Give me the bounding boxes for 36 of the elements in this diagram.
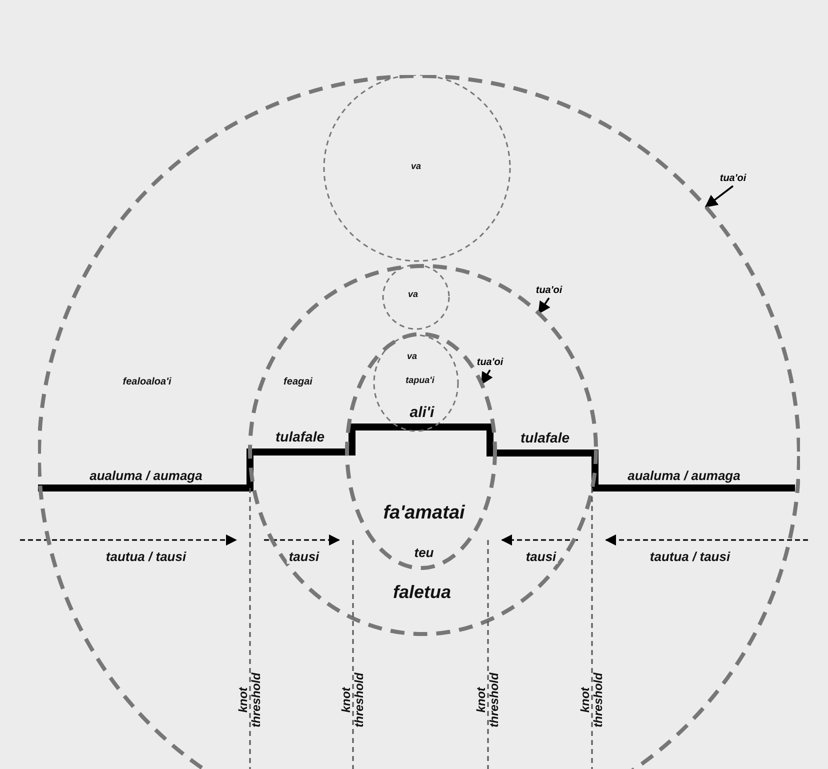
annotation-text: tua'oi: [712, 171, 754, 186]
dashed-ring: [248, 264, 598, 636]
region-label: tapua'i: [406, 376, 434, 386]
dashed-arrow: [264, 534, 340, 546]
part-label: tulafale: [520, 430, 570, 446]
leader-arrow: [538, 298, 550, 314]
dashed-circle: [373, 334, 459, 432]
region-label: fealoaloa'i: [122, 376, 172, 388]
threshold-label: knot threshold: [474, 672, 502, 730]
annotation-text: tua'oi: [469, 355, 511, 370]
dashed-arrow: [604, 534, 808, 546]
dashed-arrow: [500, 534, 578, 546]
dashed-ring: [38, 75, 800, 769]
region-label: teu: [414, 546, 434, 560]
edge-label: tautua / tausi: [648, 550, 732, 564]
region-label: fa'amatai: [383, 504, 465, 524]
leader-arrow: [704, 185, 734, 208]
part-label: aualuma / aumaga: [628, 468, 740, 484]
threshold-label: knot threshold: [578, 672, 606, 730]
region-label: va: [408, 290, 418, 300]
region-label: va: [407, 352, 417, 362]
leader-arrow: [480, 370, 493, 385]
dashed-arrow: [20, 534, 238, 546]
dashed-circle: [381, 264, 451, 330]
part-label: tulafale: [276, 429, 324, 445]
region-label: feagai: [284, 376, 312, 388]
edge-label: tautua / tausi: [104, 550, 188, 564]
threshold-label: knot threshold: [236, 672, 264, 730]
region-label: va: [411, 162, 421, 172]
threshold-label: knot threshold: [340, 672, 366, 730]
region-label: faletua: [392, 583, 452, 603]
part-label: aualuma / aumaga: [90, 468, 202, 484]
edge-label: tausi: [286, 550, 322, 564]
edge-label: tausi: [524, 550, 558, 564]
part-label: ali'i: [410, 404, 434, 422]
annotation-text: tua'oi: [528, 283, 570, 298]
